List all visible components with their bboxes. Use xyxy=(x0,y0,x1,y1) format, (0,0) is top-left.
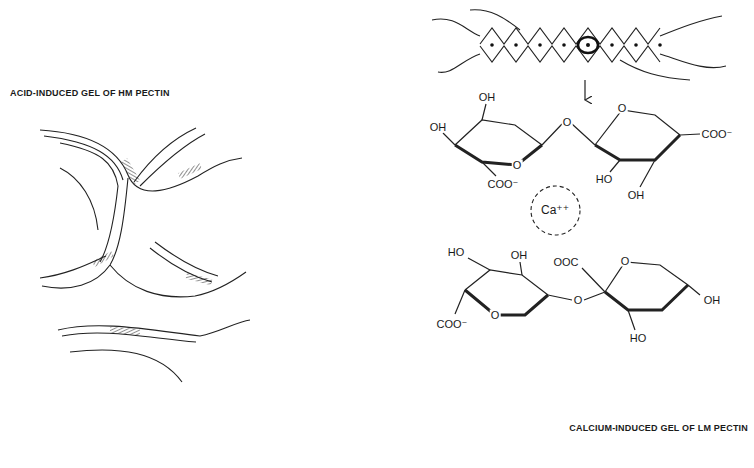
chemical-group: OH xyxy=(703,295,722,306)
chemical-group: OOC xyxy=(552,257,579,268)
chemical-group: O xyxy=(617,103,628,114)
chemical-group: OH xyxy=(429,122,448,133)
gel-strands xyxy=(40,128,250,382)
chain-zigzag xyxy=(480,28,660,44)
chemical-group: OH xyxy=(627,190,646,201)
calcium-dot xyxy=(490,43,494,47)
chemical-group: COO⁻ xyxy=(436,319,469,330)
galacturonate-rings xyxy=(443,104,700,330)
chemical-group: HO xyxy=(595,174,614,185)
chemical-group: OH xyxy=(510,250,529,261)
egg-box-model xyxy=(480,28,662,62)
calcium-dot xyxy=(634,43,638,47)
junction-zones xyxy=(92,158,212,335)
calcium-ion-circle: Ca⁺⁺ xyxy=(529,184,582,237)
chemical-group: OH xyxy=(478,92,497,103)
ion-label: Ca⁺⁺ xyxy=(541,204,569,216)
chemical-group: HO xyxy=(629,333,648,344)
chemical-group: COO⁻ xyxy=(701,129,734,140)
calcium-dot xyxy=(658,43,662,47)
calcium-dot xyxy=(586,43,590,47)
calcium-dot xyxy=(538,43,542,47)
calcium-dot xyxy=(562,43,566,47)
figure-caption: ACID-INDUCED GEL OF HM PECTIN xyxy=(10,89,170,98)
chemical-group: O xyxy=(562,117,573,128)
figure-caption: CALCIUM-INDUCED GEL OF LM PECTIN xyxy=(569,424,748,433)
arrow xyxy=(584,80,585,100)
chemical-group: O xyxy=(512,160,523,171)
calcium-dot xyxy=(514,43,518,47)
chemical-group: HO xyxy=(447,247,466,258)
chain-zigzag xyxy=(480,46,660,62)
chemical-group: COO⁻ xyxy=(487,179,520,190)
calcium-dot xyxy=(610,43,614,47)
chemical-group: O xyxy=(573,295,584,306)
chain-tails xyxy=(432,10,726,80)
calcium-site xyxy=(578,37,598,53)
chemical-group: O xyxy=(620,256,631,267)
chemical-group: O xyxy=(490,310,501,321)
